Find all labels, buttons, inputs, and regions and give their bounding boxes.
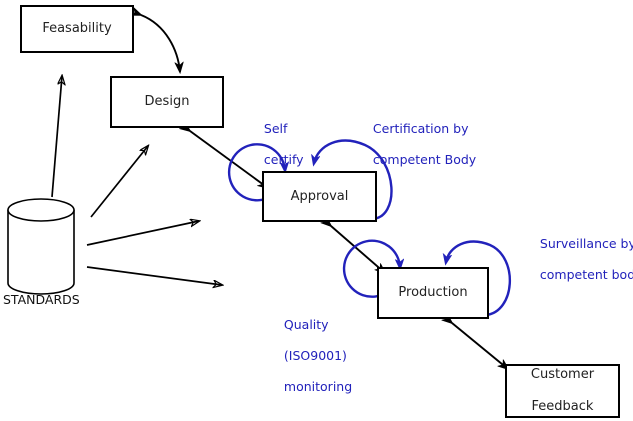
edge-production-feedback xyxy=(452,323,508,369)
annotation-quality-line3: monitoring xyxy=(283,378,353,394)
node-approval-label: Approval xyxy=(290,188,349,204)
annotation-quality-iso9001-monitoring: Quality (ISO9001) monitoring xyxy=(268,301,352,410)
annotation-certification-line1: Certification by xyxy=(372,120,469,136)
edge-standards-production xyxy=(86,266,222,285)
annotation-quality-line2: (ISO9001) xyxy=(283,347,347,363)
edge-standards-design xyxy=(90,146,148,218)
edge-standards-approval xyxy=(86,221,199,246)
node-design[interactable]: Design xyxy=(110,76,224,128)
node-feasability[interactable]: Feasability xyxy=(20,5,134,53)
annotation-surveillance-line1: Surveillance by xyxy=(539,235,633,251)
quality-monitoring-loop xyxy=(342,239,400,298)
edge-design-approval xyxy=(190,131,268,188)
node-production-label: Production xyxy=(398,285,468,300)
standards-label: STANDARDS xyxy=(3,292,80,307)
edge-feasability-design xyxy=(141,15,180,72)
node-feasability-label: Feasability xyxy=(42,21,112,36)
node-customer-feedback-line1: Customer xyxy=(530,367,595,382)
node-customer-feedback[interactable]: Customer Feedback xyxy=(505,364,620,418)
annotation-certification-by-competent-body: Certification by competent Body xyxy=(357,105,476,183)
annotation-self-certify-line1: Self xyxy=(263,120,288,136)
standards-cylinder xyxy=(7,198,75,295)
annotation-self-certify: Self certify xyxy=(248,105,304,183)
annotation-self-certify-line2: certify xyxy=(263,151,304,167)
annotation-surveillance-line2: competent body xyxy=(539,266,633,282)
node-design-label: Design xyxy=(144,94,190,109)
node-production[interactable]: Production xyxy=(377,267,489,319)
edge-standards-feasability xyxy=(51,76,62,198)
self-certify-loop xyxy=(227,143,285,202)
certification-loop xyxy=(314,139,393,221)
node-customer-feedback-line2: Feedback xyxy=(531,399,594,414)
annotation-certification-line2: competent Body xyxy=(372,151,477,167)
annotation-surveillance-by-competent-body: Surveillance by competent body xyxy=(524,220,633,298)
edge-approval-production xyxy=(331,226,385,273)
annotation-quality-line1: Quality xyxy=(283,316,329,332)
node-approval[interactable]: Approval xyxy=(262,171,377,222)
surveillance-loop xyxy=(446,240,512,317)
node-customer-feedback-label: Customer Feedback xyxy=(531,367,594,415)
